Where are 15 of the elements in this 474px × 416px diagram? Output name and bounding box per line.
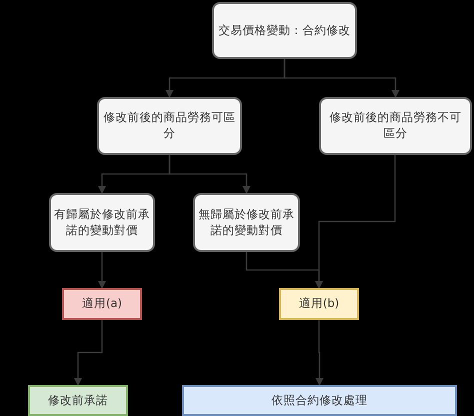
process-box: 交易價格變動：合約修改 <box>212 2 357 59</box>
arrow <box>315 155 396 289</box>
result-box: 適用(a) <box>62 288 142 320</box>
process-box: 無歸屬於修改前承諾的變動對價 <box>193 193 300 252</box>
outcome-box: 修改前承諾 <box>28 385 128 416</box>
arrow <box>168 155 250 194</box>
arrow <box>98 252 106 289</box>
process-box: 有歸屬於修改前承諾的變動對價 <box>49 193 155 252</box>
process-box: 修改前後的商品勞務可區分 <box>97 97 242 155</box>
arrow <box>284 59 400 98</box>
process-box: 修改前後的商品勞務不可區分 <box>319 97 472 155</box>
arrow <box>74 320 103 386</box>
result-box: 適用(b) <box>279 288 359 320</box>
outcome-box: 依照合約修改處理 <box>182 385 457 416</box>
arrow <box>316 320 324 386</box>
